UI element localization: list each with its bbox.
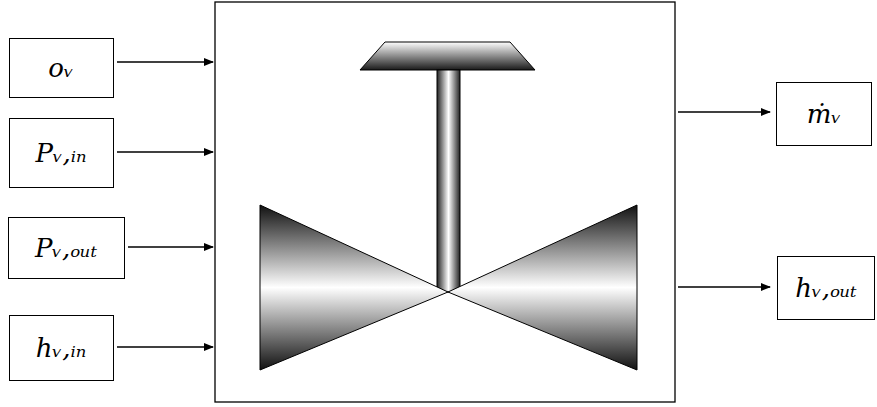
input-box: Pᵥ,ₒᵤₜ [8, 217, 125, 279]
variable-label: Pᵥ,ₒᵤₜ [35, 234, 97, 263]
valve-body-right [448, 205, 637, 370]
variable-label: hᵥ,ₒᵤₜ [795, 274, 857, 303]
output-box: hᵥ,ₒᵤₜ [777, 256, 875, 320]
variable-label: oᵥ [48, 54, 73, 83]
input-box: hᵥ,ᵢₙ [9, 315, 114, 381]
variable-label: ṁᵥ [807, 100, 841, 129]
variable-label: Pᵥ,ᵢₙ [35, 139, 86, 168]
input-box: oᵥ [9, 38, 114, 98]
valve-body-left [260, 205, 448, 370]
actuator-top [360, 42, 535, 70]
output-box: ṁᵥ [776, 82, 872, 146]
variable-label: hᵥ,ᵢₙ [36, 334, 86, 363]
signal-arrows [117, 62, 770, 347]
input-box: Pᵥ,ᵢₙ [9, 118, 114, 188]
valve-housing [215, 2, 675, 402]
valve-stem [437, 70, 460, 292]
